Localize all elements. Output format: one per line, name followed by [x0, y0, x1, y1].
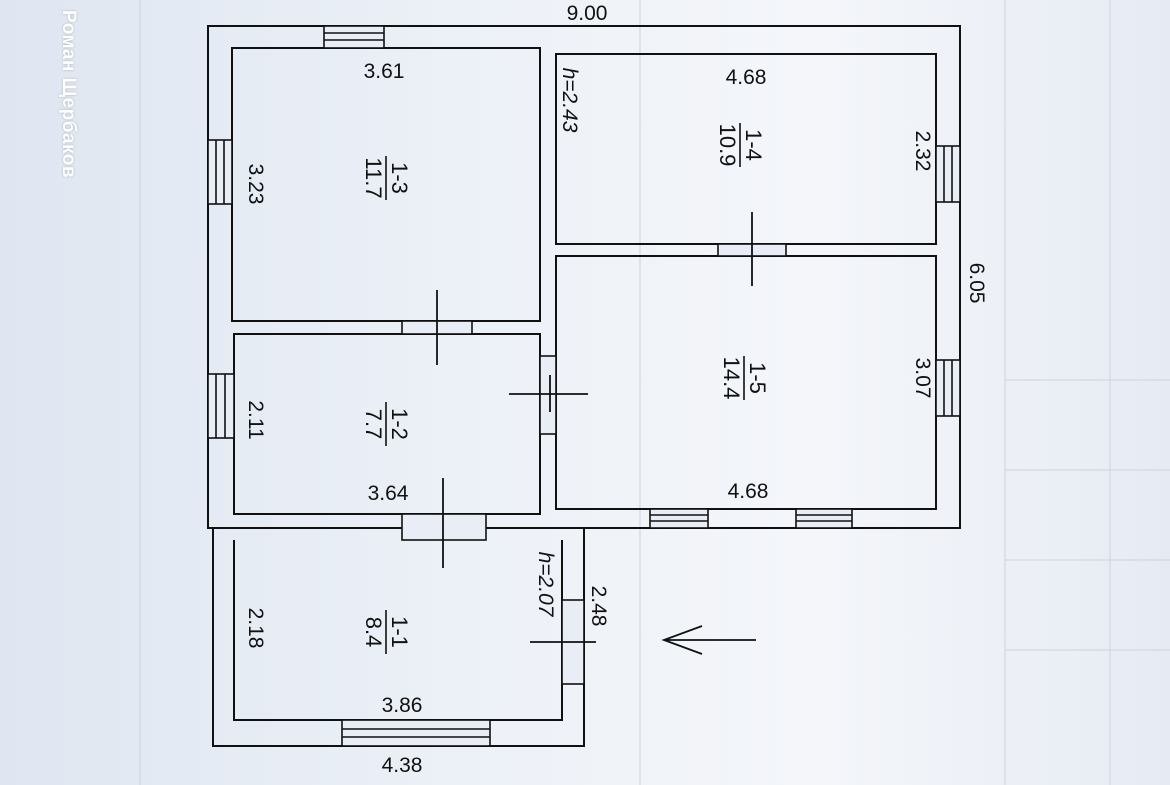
dim-porch-length: 4.38 — [382, 754, 423, 777]
dimension-labels: 9.00 3.61 4.68 3.64 4.68 3.86 4.38 3.23 … — [244, 2, 988, 777]
dim-overall-width: 9.00 — [567, 2, 608, 25]
window-right-1-4 — [935, 145, 961, 203]
outer-wall-main — [207, 25, 961, 529]
door-marks — [436, 212, 753, 643]
window-left-1-3 — [207, 139, 233, 205]
room-1-1-area: 8.4 — [361, 617, 386, 648]
watermark: Роман Щербаков — [58, 10, 79, 179]
room-1-1-label: 1-1 8.4 — [361, 610, 412, 654]
room-1-2-area: 7.7 — [361, 409, 386, 440]
dim-1-3-a: 3.23 — [244, 164, 267, 205]
dim-1-2-a: 2.11 — [244, 400, 267, 439]
dim-porch-width: 2.48 — [587, 586, 610, 627]
dim-1-2-b: 3.64 — [368, 482, 409, 505]
door-1-2-to-1-1 — [401, 513, 487, 541]
room-1-4-label: 1-4 10.9 — [715, 123, 766, 167]
window-bottom-1 — [649, 508, 709, 529]
room-1-4-area: 10.9 — [715, 124, 740, 167]
room-1-2-label: 1-2 7.7 — [361, 402, 412, 446]
door-1-2-to-1-5 — [539, 355, 557, 435]
window-top — [323, 25, 385, 49]
dim-overall-depth: 6.05 — [965, 263, 988, 304]
room-1-5-area: 14.4 — [719, 357, 744, 400]
window-left-1-2 — [207, 373, 235, 439]
room-1-3-area: 11.7 — [361, 157, 386, 198]
dim-1-4-b: 2.32 — [911, 131, 934, 172]
window-right-1-5 — [935, 359, 961, 417]
windows — [207, 25, 961, 747]
room-1-2-id: 1-2 — [387, 408, 412, 440]
height-porch: h=2.07 — [534, 552, 557, 618]
window-bottom-2 — [795, 508, 853, 529]
dim-1-1-a: 2.18 — [244, 608, 267, 649]
entrance-arrow-icon — [661, 625, 756, 655]
window-porch-bottom — [341, 719, 491, 747]
dim-1-5-b: 4.68 — [728, 480, 769, 503]
room-1-4-id: 1-4 — [741, 129, 766, 161]
dim-1-3-b: 3.61 — [364, 60, 405, 83]
dim-1-4-a: 4.68 — [726, 66, 767, 89]
room-labels: 1-3 11.7 1-4 10.9 1-5 14.4 1-2 7.7 1-1 8… — [361, 123, 770, 654]
room-1-3-id: 1-3 — [387, 162, 412, 194]
room-1-3-label: 1-3 11.7 — [361, 156, 412, 200]
height-main: h=2.43 — [558, 68, 581, 133]
paper-grid-lines — [139, 0, 1170, 785]
room-1-5-label: 1-5 14.4 — [719, 356, 770, 400]
room-1-1-id: 1-1 — [387, 616, 412, 648]
dim-1-5-a: 3.07 — [911, 358, 934, 399]
dim-1-1-b: 3.86 — [382, 694, 423, 717]
room-1-5-id: 1-5 — [745, 362, 770, 394]
